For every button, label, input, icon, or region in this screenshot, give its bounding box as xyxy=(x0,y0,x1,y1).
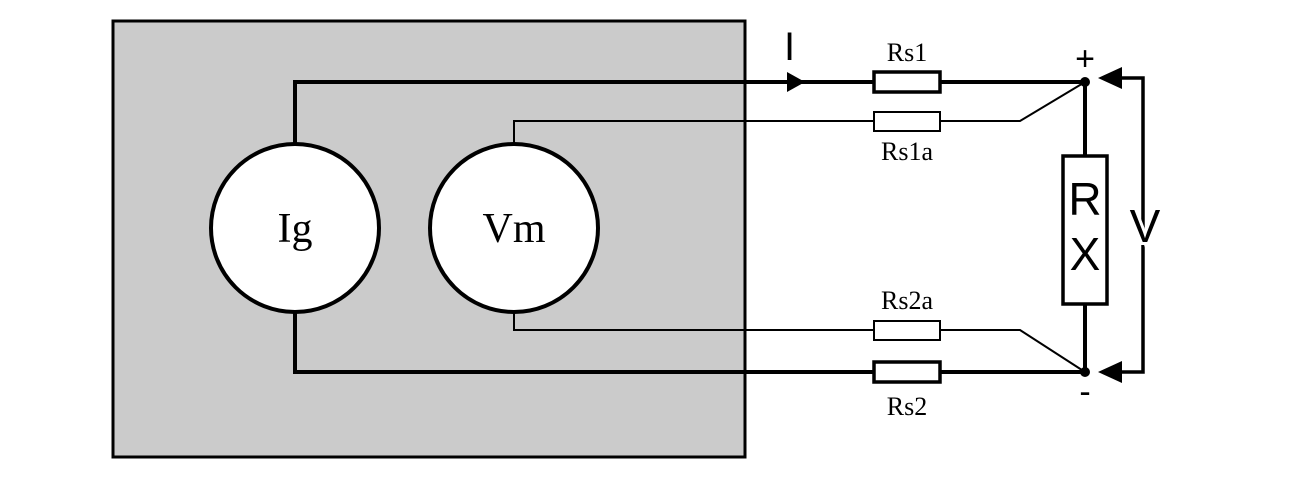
vm-label: Vm xyxy=(483,206,546,252)
minus-label: - xyxy=(1079,373,1090,411)
voltage-arrow-top-icon xyxy=(1098,67,1122,89)
resistor-rs2a xyxy=(873,320,941,341)
sense-wire-bottom xyxy=(513,312,874,331)
resistor-rs2 xyxy=(872,360,942,384)
voltage-label: V xyxy=(1130,200,1161,252)
resistor-rx xyxy=(1061,154,1109,306)
voltage-bracket xyxy=(1098,67,1145,383)
sense-wire-top xyxy=(513,120,874,145)
terminal-plus-node xyxy=(1080,77,1090,87)
resistor-rs1a xyxy=(873,111,941,132)
sense-wire-top-right xyxy=(940,81,1086,122)
plus-label: + xyxy=(1075,40,1095,78)
rs1-label: Rs1 xyxy=(887,38,927,67)
ig-label: Ig xyxy=(278,206,313,252)
voltage-arrow-bottom-icon xyxy=(1098,361,1122,383)
rs2a-label: Rs2a xyxy=(881,286,933,315)
rx-label-x: X xyxy=(1070,228,1101,280)
resistor-rs1 xyxy=(872,70,942,94)
force-wire-bottom xyxy=(293,312,874,374)
force-wire-top xyxy=(293,80,874,145)
sense-wire-bottom-right xyxy=(940,329,1086,373)
rs2-label: Rs2 xyxy=(887,392,927,421)
current-label: I xyxy=(784,25,795,69)
terminal-minus-node xyxy=(1080,367,1090,377)
force-wires xyxy=(293,80,1087,374)
current-source-ig xyxy=(209,142,381,314)
current-arrow-icon xyxy=(787,72,805,92)
rx-label-r: R xyxy=(1068,173,1101,225)
sense-wires xyxy=(513,81,1086,373)
rs1a-label: Rs1a xyxy=(881,137,933,166)
voltmeter-vm xyxy=(428,142,600,314)
